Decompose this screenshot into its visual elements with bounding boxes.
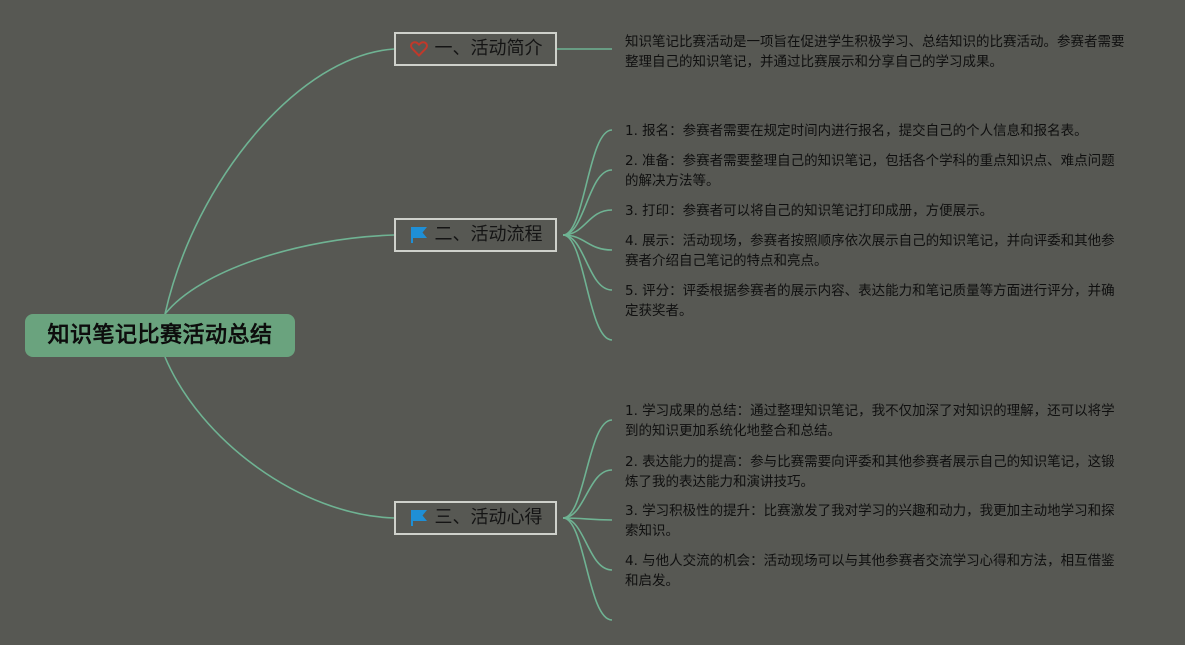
leaf-process-present: 4. 展示：活动现场，参赛者按照顺序依次展示自己的知识笔记，并向评委和其他参赛者… (625, 233, 1115, 269)
connector-root-branch-1 (164, 48, 395, 315)
branch-label: 一、活动简介 (434, 38, 543, 59)
branch-label: 三、活动心得 (434, 507, 543, 528)
branch-label: 二、活动流程 (434, 224, 543, 245)
connector-branch-2-leaf-3 (562, 209, 613, 236)
branch-node-reflections[interactable]: 三、活动心得 (394, 501, 557, 535)
connector-root-branch-2 (164, 234, 395, 315)
connector-branch-2-leaf-1 (562, 129, 613, 236)
connector-root-branch-3 (164, 356, 395, 519)
connector-branch-3-leaf-1 (562, 419, 613, 519)
leaf-process-print: 3. 打印：参赛者可以将自己的知识笔记打印成册，方便展示。 (625, 203, 994, 219)
connector-branch-2-leaf-2 (562, 169, 613, 236)
branch-node-process[interactable]: 二、活动流程 (394, 218, 557, 252)
heart-icon (409, 39, 429, 59)
leaf-reflection-expression: 2. 表达能力的提高：参与比赛需要向评委和其他参赛者展示自己的知识笔记，这锻炼了… (625, 454, 1115, 490)
connector-branch-3-end (562, 517, 613, 621)
flag-icon (409, 508, 429, 528)
connector-branch-3-leaf-4 (562, 517, 613, 571)
flag-icon (409, 225, 429, 245)
connector-branch-3-leaf-3 (562, 517, 613, 521)
connector-branch-3-leaf-2 (562, 469, 613, 519)
leaf-process-signup: 1. 报名：参赛者需要在规定时间内进行报名，提交自己的个人信息和报名表。 (625, 123, 1088, 139)
connector-branch-2-end (562, 234, 613, 341)
branch-node-intro[interactable]: 一、活动简介 (394, 32, 557, 66)
connector-branch-2-leaf-5 (562, 234, 613, 291)
root-title: 知识笔记比赛活动总结 (47, 323, 273, 348)
leaf-reflection-summary: 1. 学习成果的总结：通过整理知识笔记，我不仅加深了对知识的理解，还可以将学到的… (625, 403, 1115, 439)
leaf-reflection-motivation: 3. 学习积极性的提升：比赛激发了我对学习的兴趣和动力，我更加主动地学习和探索知… (625, 503, 1115, 539)
leaf-process-score: 5. 评分：评委根据参赛者的展示内容、表达能力和笔记质量等方面进行评分，并确定获… (625, 283, 1115, 319)
leaf-process-prepare: 2. 准备：参赛者需要整理自己的知识笔记，包括各个学科的重点知识点、难点问题的解… (625, 153, 1115, 189)
root-node[interactable]: 知识笔记比赛活动总结 (25, 314, 295, 357)
leaf-reflection-exchange: 4. 与他人交流的机会：活动现场可以与其他参赛者交流学习心得和方法，相互借鉴和启… (625, 553, 1115, 589)
leaf-intro-text: 知识笔记比赛活动是一项旨在促进学生积极学习、总结知识的比赛活动。参赛者需要整理自… (625, 34, 1125, 70)
